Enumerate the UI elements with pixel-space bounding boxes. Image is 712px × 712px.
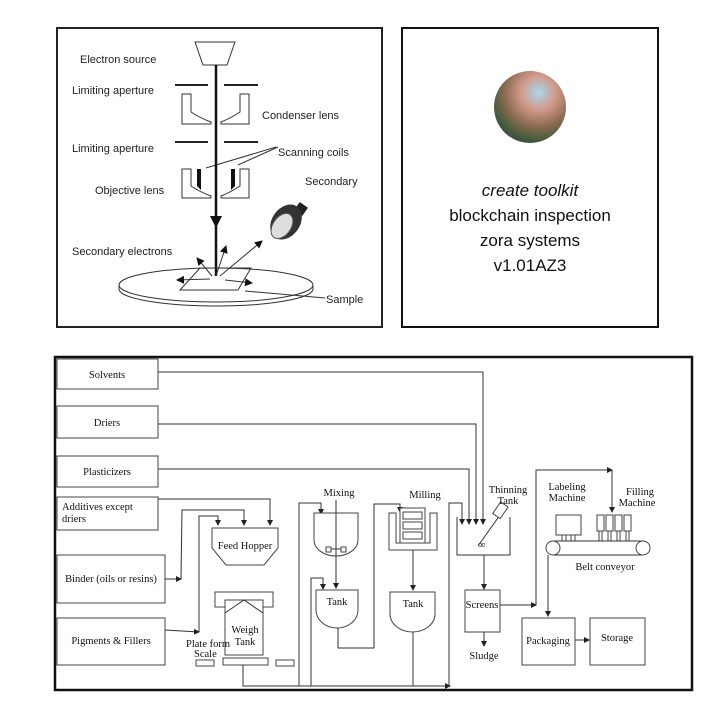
label-sludge: Sludge xyxy=(469,651,499,662)
screens-box xyxy=(464,589,501,633)
label-thinning: Thinning xyxy=(489,485,528,496)
box-binder xyxy=(56,554,166,604)
label-condenser-lens: Condenser lens xyxy=(262,110,340,122)
milling-unit xyxy=(388,512,438,551)
title-line-4: v1.01AZ3 xyxy=(494,256,567,275)
storage-box xyxy=(589,617,646,666)
label-solvents: Solvents xyxy=(89,370,125,381)
tank-2 xyxy=(389,591,436,633)
label-driers: Driers xyxy=(94,418,120,429)
label-filling: Filling xyxy=(626,487,655,498)
plate-form-scale xyxy=(222,657,269,666)
label-mixing: Mixing xyxy=(324,488,356,499)
thinning-motor-icon xyxy=(492,501,509,520)
label-pigments: Pigments & Fillers xyxy=(71,636,150,647)
sample-plate xyxy=(178,267,252,291)
title-line-2: blockchain inspection xyxy=(449,206,611,225)
label-scale: Scale xyxy=(194,649,217,660)
filling-machine xyxy=(596,514,632,542)
condenser-lens-left xyxy=(181,93,212,125)
label-scanning-coils: Scanning coils xyxy=(278,147,349,159)
packaging-box xyxy=(521,617,576,666)
label-milling: Milling xyxy=(409,490,441,501)
label-packaging: Packaging xyxy=(526,636,570,647)
label-plate-form: Plate form xyxy=(186,639,230,650)
box-solvents xyxy=(56,358,159,390)
label-limiting-aperture-2: Limiting aperture xyxy=(72,143,154,155)
label-filling-machine: Machine xyxy=(619,498,656,509)
label-sample: Sample xyxy=(326,294,363,306)
logo-sphere-icon xyxy=(494,71,566,143)
label-tank-1: Tank xyxy=(327,597,349,608)
label-weigh-tank: Tank xyxy=(235,637,257,648)
label-labeling: Labeling xyxy=(548,482,586,493)
label-limiting-aperture-1: Limiting aperture xyxy=(72,85,154,97)
box-additives xyxy=(56,496,159,531)
label-secondary-electrons: Secondary electrons xyxy=(72,246,173,258)
label-feed-hopper: Feed Hopper xyxy=(218,541,273,552)
box-pigments xyxy=(56,617,166,666)
label-plasticizers: Plasticizers xyxy=(83,467,131,478)
label-electron-source: Electron source xyxy=(80,54,156,66)
label-weigh: Weigh xyxy=(231,625,259,636)
objective-lens-left xyxy=(181,168,212,199)
title-line-3: zora systems xyxy=(480,231,580,250)
label-belt-conveyor: Belt conveyor xyxy=(575,562,635,573)
label-binder: Binder (oils or resins) xyxy=(65,574,157,585)
label-thinning-tank: Tank xyxy=(498,496,520,507)
label-objective-lens: Objective lens xyxy=(95,185,165,197)
objective-lens-right xyxy=(220,168,250,199)
condenser-lens-right xyxy=(220,93,250,125)
box-plasticizers xyxy=(56,455,159,488)
label-tank-2: Tank xyxy=(403,599,425,610)
process-diagram-panel: Solvents Driers Plasticizers Additives e… xyxy=(53,355,694,692)
electron-source-icon xyxy=(194,41,236,66)
label-screens: Screens xyxy=(466,600,499,611)
detector-icon xyxy=(270,202,308,240)
belt-conveyor xyxy=(545,540,651,556)
agitator-icon: ∞ xyxy=(478,540,486,551)
title-card: create toolkit blockchain inspection zor… xyxy=(401,27,659,328)
label-additives-2: driers xyxy=(62,514,86,525)
feed-hopper xyxy=(211,527,279,566)
sem-diagram-panel: Electron source Limiting aperture Conden… xyxy=(56,27,383,328)
title-line-1: create toolkit xyxy=(482,181,580,200)
label-storage: Storage xyxy=(601,633,633,644)
label-secondary: Secondary xyxy=(305,176,358,188)
label-additives-1: Additives except xyxy=(62,502,133,513)
label-labeling-machine: Machine xyxy=(549,493,586,504)
labeling-machine xyxy=(555,514,582,536)
tank-1 xyxy=(315,589,359,629)
box-driers xyxy=(56,405,159,439)
